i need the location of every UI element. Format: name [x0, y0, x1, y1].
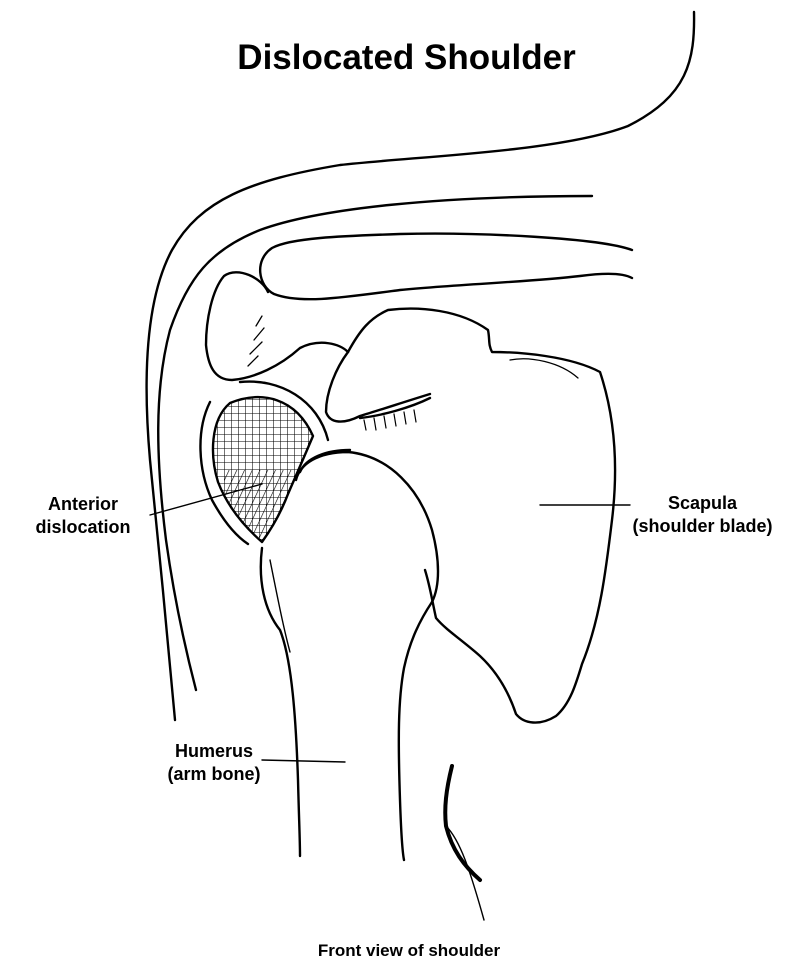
acromion [206, 272, 348, 380]
diagram-title: Dislocated Shoulder [0, 38, 793, 78]
clavicle [260, 234, 632, 300]
label-line: Scapula [612, 492, 793, 515]
humerus-left-shaft [261, 548, 300, 856]
glenoid-rim-2 [360, 398, 430, 418]
humerus-head [296, 452, 438, 602]
acromion-hatch [248, 316, 264, 366]
skin-outline [147, 12, 695, 720]
scapula-ridge [510, 359, 578, 378]
label-anterior-dislocation: Anterior dislocation [0, 493, 166, 539]
humerus-neck [270, 560, 290, 652]
label-scapula: Scapula (shoulder blade) [612, 492, 793, 538]
axilla-line [445, 766, 480, 880]
label-humerus: Humerus (arm bone) [150, 740, 278, 786]
humerus-right-shaft [399, 602, 432, 860]
diagram-caption: Front view of shoulder [0, 941, 793, 961]
label-line: (shoulder blade) [612, 515, 793, 538]
label-line: Anterior [0, 493, 166, 516]
label-line: dislocation [0, 516, 166, 539]
scapula [348, 309, 615, 723]
label-line: (arm bone) [150, 763, 278, 786]
label-line: Humerus [150, 740, 278, 763]
